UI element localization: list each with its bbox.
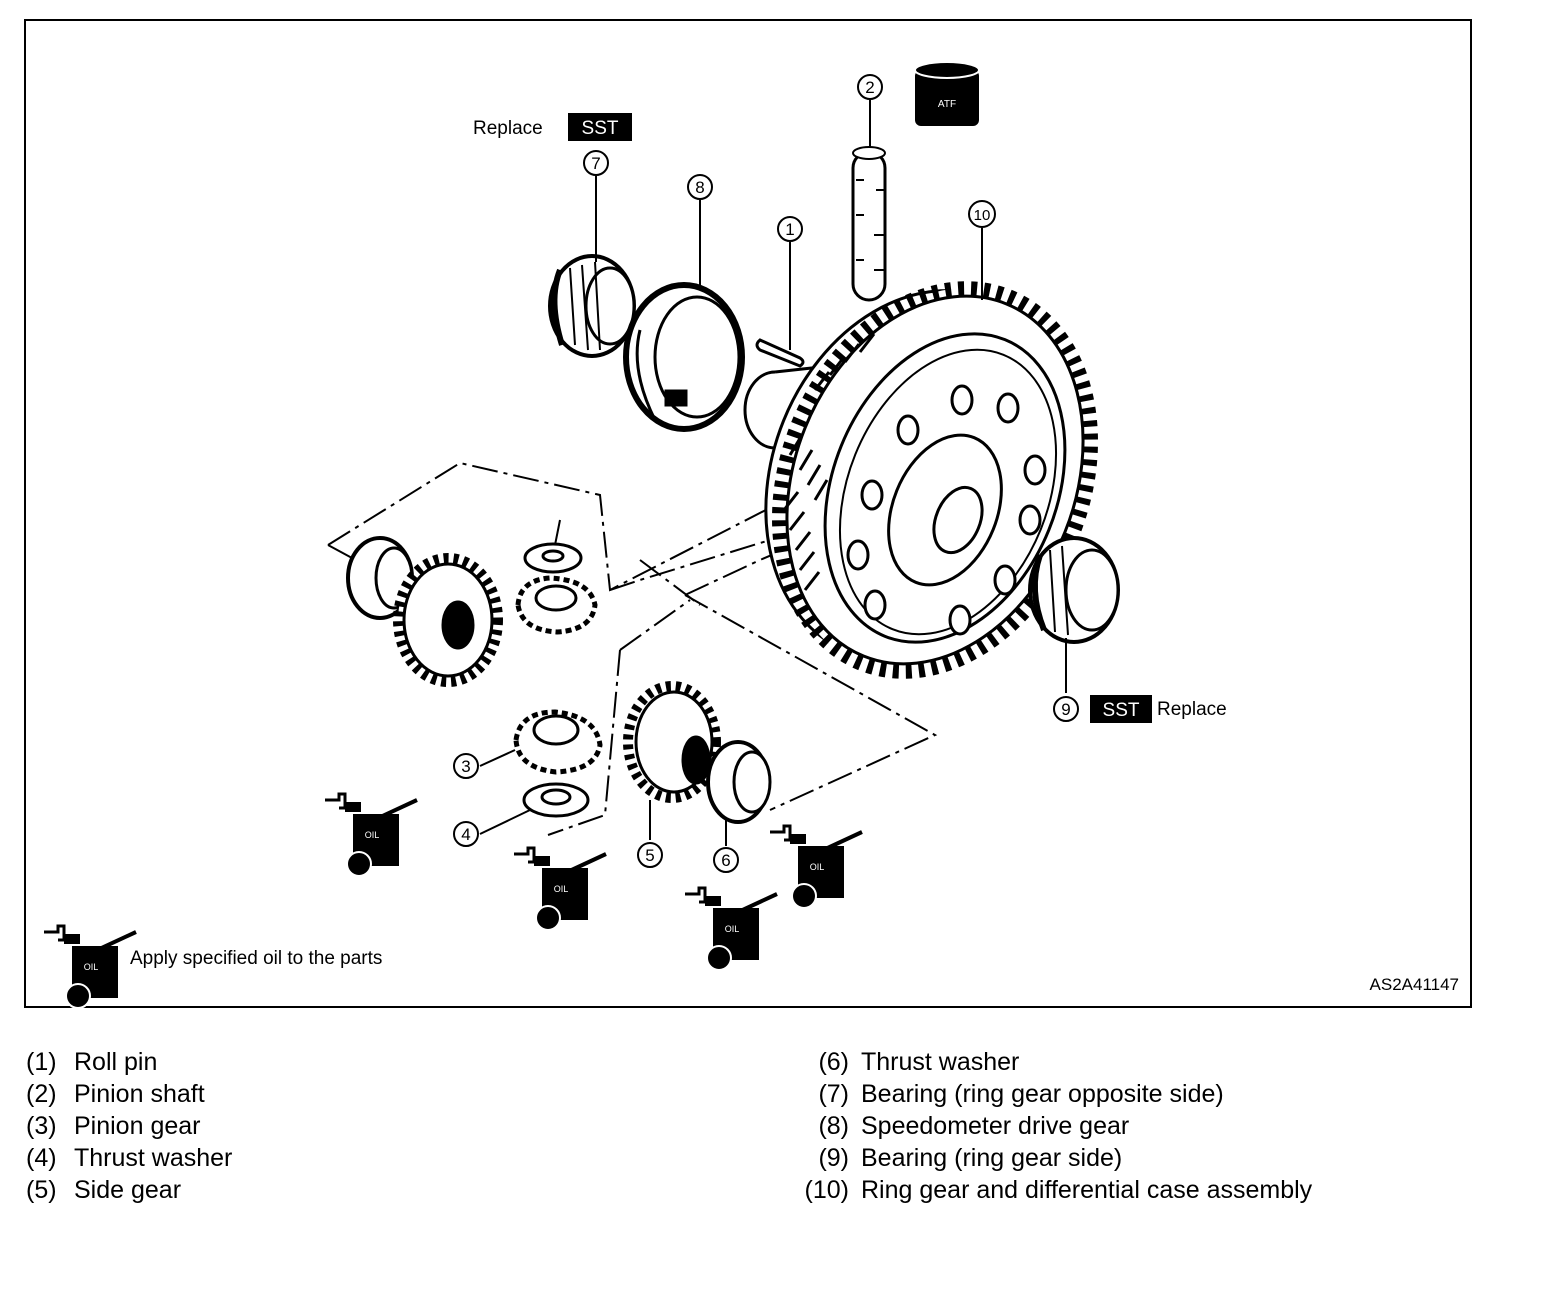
callout-3 <box>453 753 479 779</box>
legend-item: (9)Bearing (ring gear side) <box>818 1144 1123 1172</box>
legend-item: (5)Side gear <box>26 1176 182 1204</box>
atf-can-icon: ATF <box>914 61 980 126</box>
oil-label: OIL <box>810 862 825 872</box>
callout-7 <box>583 150 609 176</box>
callout-1 <box>777 216 803 242</box>
oil-label: OIL <box>84 962 99 972</box>
bearing-ring-gear-opposite-side <box>548 254 636 358</box>
thrust-washer <box>522 782 590 818</box>
callout-9 <box>1053 696 1079 722</box>
assembly-lines <box>327 461 938 836</box>
bearing-ring-gear-side <box>1028 536 1120 644</box>
side-thrust-washer <box>706 740 772 824</box>
oil-label: OIL <box>725 924 740 934</box>
exploded-view-diagram: ATF <box>24 19 1472 1010</box>
ring-gear-differential-case <box>743 281 1098 679</box>
svg-text:3: 3 <box>461 757 470 776</box>
legend-item: (7)Bearing (ring gear opposite side) <box>818 1080 1224 1108</box>
legend-item: (2)Pinion shaft <box>26 1080 205 1108</box>
figure-code: AS2A41147 <box>1370 975 1459 994</box>
callout-4 <box>453 821 479 847</box>
pinion-gear-upper <box>515 575 598 635</box>
svg-text:10: 10 <box>974 207 991 224</box>
pinion-shaft <box>851 146 887 302</box>
legend-item: (8)Speedometer drive gear <box>818 1112 1130 1140</box>
callout-5 <box>637 842 663 868</box>
callout-2 <box>857 74 883 100</box>
svg-text:6: 6 <box>721 851 730 870</box>
sst-label-top: SST <box>582 118 619 139</box>
sst-badge-top <box>568 113 632 141</box>
roll-pin <box>755 338 805 368</box>
callouts <box>453 74 1079 873</box>
sst-badge-bottom <box>1090 695 1152 723</box>
diagram-frame <box>24 19 1472 1008</box>
leader-lines <box>479 100 1067 846</box>
legend-item: (6)Thrust washer <box>818 1048 1020 1076</box>
thrust-washer-upper <box>523 542 583 574</box>
pinion-gear <box>513 709 603 775</box>
oil-label: OIL <box>365 830 380 840</box>
side-gear-left <box>393 553 503 687</box>
svg-text:2: 2 <box>865 78 874 97</box>
svg-text:5: 5 <box>645 846 654 865</box>
speedometer-drive-gear <box>623 282 745 432</box>
atf-label: ATF <box>938 99 956 110</box>
oil-label: OIL <box>554 884 569 894</box>
svg-text:1: 1 <box>785 220 794 239</box>
legend-item: (1)Roll pin <box>26 1048 158 1076</box>
callout-numbers: 7 8 1 2 10 9 3 4 5 6 <box>461 78 1070 870</box>
legend-item: (10)Ring gear and differential case asse… <box>804 1176 1313 1204</box>
svg-text:9: 9 <box>1061 700 1070 719</box>
legend-right-column: (6)Thrust washer (7)Bearing (ring gear o… <box>788 1046 1313 1206</box>
legend-item: (4)Thrust washer <box>26 1144 233 1172</box>
callout-8 <box>687 174 713 200</box>
svg-text:8: 8 <box>695 178 704 197</box>
callout-6 <box>713 847 739 873</box>
callout-10 <box>968 200 996 228</box>
side-gear <box>623 681 721 803</box>
replace-label-top: Replace <box>473 118 543 139</box>
legend-item: (3)Pinion gear <box>26 1112 201 1140</box>
legend-left-column: (1)Roll pin (2)Pinion shaft (3)Pinion ge… <box>26 1046 232 1206</box>
svg-text:4: 4 <box>461 825 470 844</box>
oil-note: Apply specified oil to the parts <box>130 948 382 969</box>
sst-label-bottom: SST <box>1103 700 1140 721</box>
replace-label-bottom: Replace <box>1157 699 1227 720</box>
svg-text:7: 7 <box>591 154 600 173</box>
